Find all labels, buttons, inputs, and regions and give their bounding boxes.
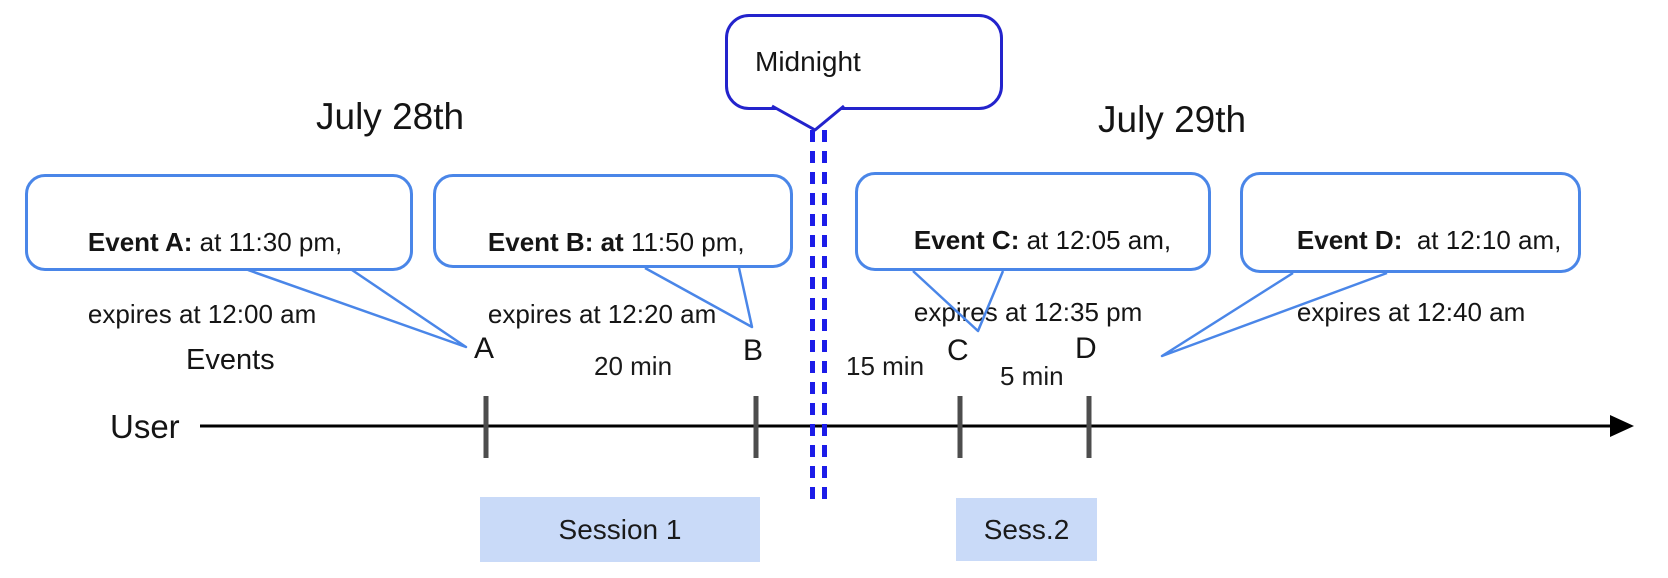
- event-d-callout: Event D: at 12:10 am, expires at 12:40 a…: [1240, 172, 1581, 327]
- date-heading-july-28: July 28th: [316, 96, 465, 137]
- event-c-callout: Event C: at 12:05 am, expires at 12:35 p…: [855, 172, 1211, 327]
- event-a-callout: Event A: at 11:30 pm, expires at 12:00 a…: [25, 174, 413, 329]
- session-2-label: Sess.2: [983, 513, 1070, 545]
- midnight-callout: Midnight: [725, 14, 1003, 110]
- event-c-title: Event C: at 12:05 am,: [913, 225, 1172, 255]
- tick-label-d: D: [1075, 332, 1097, 365]
- event-d-expiry: expires at 12:40 am: [1296, 297, 1526, 327]
- events-row-label: Events: [186, 344, 275, 376]
- midnight-label: Midnight: [755, 46, 861, 77]
- interval-label-c-d: 5 min: [1000, 361, 1064, 391]
- tick-label-b: B: [743, 334, 764, 367]
- date-heading-july-29: July 29th: [1098, 99, 1247, 140]
- event-c-expiry: expires at 12:35 pm: [913, 297, 1143, 327]
- tick-label-c: C: [947, 334, 969, 367]
- interval-label-a-b: 20 min: [594, 351, 673, 381]
- event-d-title: Event D: at 12:10 am,: [1296, 225, 1562, 255]
- event-b-expiry: expires at 12:20 am: [487, 299, 717, 329]
- session-2-box: Sess.2: [956, 498, 1097, 561]
- timeline-arrowhead: [1610, 415, 1634, 437]
- user-axis-label: User: [110, 408, 180, 445]
- interval-label-b-c: 15 min: [846, 351, 925, 381]
- event-a-title: Event A: at 11:30 pm,: [87, 227, 343, 257]
- event-b-callout: Event B: at 11:50 pm, expires at 12:20 a…: [433, 174, 793, 329]
- tick-label-a: A: [474, 332, 495, 365]
- event-a-expiry: expires at 12:00 am: [87, 299, 317, 329]
- session-1-label: Session 1: [558, 513, 682, 545]
- event-b-title: Event B: at 11:50 pm,: [487, 227, 745, 257]
- session-1-box: Session 1: [480, 497, 760, 562]
